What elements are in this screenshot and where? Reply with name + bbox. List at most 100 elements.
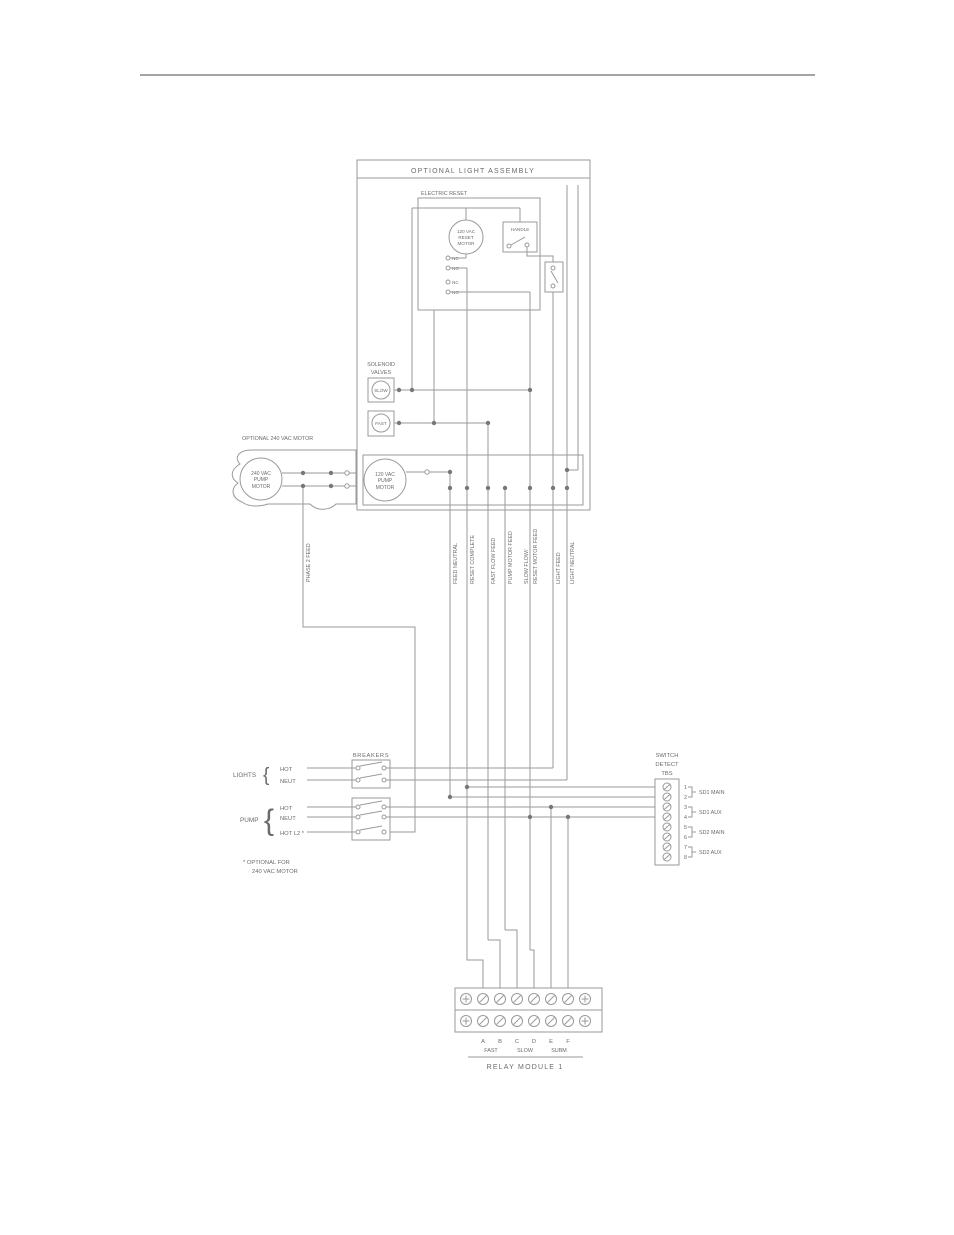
tbs-group-sd2-main: SD2 MAIN [699, 830, 725, 836]
relay-letter-c: C [515, 1039, 519, 1045]
motor-240-circle [239, 457, 283, 501]
relay-letter-d: D [532, 1039, 536, 1045]
aux-switch-terminal [550, 265, 556, 271]
lower-wiring [386, 767, 655, 988]
breakers: BREAKERS LIGHTS { HOT NEUT PUMP { HOT NE… [233, 753, 391, 875]
fast-flow-feed-label: FAST FLOW FEED [491, 538, 497, 584]
slow-flow-feed-label-2: RESET MOTOR FEED [533, 529, 539, 584]
handle-switch-blade [510, 236, 526, 246]
relay-screws [460, 993, 591, 1027]
slow-valve-label: SLOW [374, 388, 388, 393]
relay-letter-e: E [549, 1039, 553, 1045]
solenoid-label-1: SOLENOID [367, 362, 395, 368]
pump-hot-l2-label: HOT L2 * [280, 831, 305, 837]
breaker-pole-terminal [381, 814, 387, 820]
pump-label: PUMP [240, 817, 258, 824]
tbs-terminal-3: 3 [684, 805, 687, 811]
pump-motor-feed-label: PUMP MOTOR FEED [508, 531, 514, 584]
relay-group-subm: SUBM [551, 1048, 567, 1054]
breaker-pole-terminal [381, 765, 387, 771]
tbs-terminal-6: 6 [684, 835, 687, 841]
optional-note-2: 240 VAC MOTOR [252, 869, 298, 875]
tbs-title-2: DETECT [655, 762, 679, 768]
breakers-title: BREAKERS [353, 753, 389, 759]
contact-nc2-label: NC [452, 280, 459, 285]
motor-240-boundary [231, 449, 357, 510]
lights-hot-label: HOT [280, 767, 293, 773]
pump-neut-label: NEUT [280, 816, 296, 822]
light-assembly-box [356, 159, 591, 511]
tbs-terminal-1: 1 [684, 785, 687, 791]
motor-240-label-1: 240 VAC [251, 471, 271, 477]
relay-letter-f: F [566, 1039, 570, 1045]
pump-brace: { [264, 804, 274, 837]
fast-valve-circle [371, 413, 391, 433]
light-neutral-label: LIGHT NEUTRAL [570, 542, 576, 584]
relay-letter-a: A [481, 1039, 485, 1045]
pump-motor-120: 120 VAC PUMP MOTOR [362, 454, 584, 506]
handle-switch-terminal [506, 243, 512, 249]
tbs-terminal-5: 5 [684, 825, 687, 831]
reset-motor-label-1: 120 VAC [457, 229, 476, 234]
light-feed-label: LIGHT FEED [556, 552, 562, 584]
tbs-block [654, 778, 680, 866]
slow-valve-circle [371, 380, 391, 400]
pump-motor-box [362, 454, 584, 506]
tbs-group-sd2-aux: SD2 AUX [699, 850, 722, 856]
breaker-pole-terminal [355, 829, 361, 835]
pump-motor-circle [363, 458, 407, 502]
optional-240-motor: OPTIONAL 240 VAC MOTOR 240 VAC PUMP MOTO… [231, 436, 416, 833]
motor-240-label-3: MOTOR [252, 484, 271, 490]
reset-complete-label: RESET COMPLETE [470, 535, 476, 584]
reset-motor-label-2: RESET [458, 235, 474, 240]
lights-label: LIGHTS [233, 772, 256, 779]
motor-240-leads [282, 472, 356, 487]
relay-letter-b: B [498, 1039, 502, 1045]
breaker-pole-terminal [381, 829, 387, 835]
reset-motor-label-3: MOTOR [457, 241, 475, 246]
aux-switch-blade [550, 270, 559, 284]
relay-group-fast: FAST [484, 1048, 498, 1054]
relay-module-title: RELAY MODULE 1 [487, 1064, 564, 1071]
phase2-feed-label: PHASE 2 FEED [306, 543, 312, 582]
feed-neutral-label: FEED NEUTRAL [453, 543, 459, 584]
breaker-pole-terminal [355, 777, 361, 783]
contact-terminal [445, 279, 451, 285]
handle-switch-terminal [524, 242, 530, 248]
tbs-title-1: SWITCH [656, 753, 679, 759]
breaker-pole-terminal [381, 777, 387, 783]
breaker-pole-terminal [381, 804, 387, 810]
electric-reset-title: ELECTRIC RESET [421, 191, 468, 197]
relay-group-slow: SLOW [517, 1048, 534, 1054]
breaker-pole-terminal [355, 765, 361, 771]
breaker-blades [359, 761, 383, 831]
motor-240-caption: OPTIONAL 240 VAC MOTOR [242, 436, 313, 442]
tbs-group-sd1-aux: SD1 AUX [699, 810, 722, 816]
electric-reset-box [417, 197, 541, 311]
tbs-pair-brackets [688, 786, 696, 858]
tbs-screws [662, 782, 672, 862]
pump-hot-label: HOT [280, 806, 293, 812]
fast-valve-label: FAST [375, 421, 387, 426]
pump-motor-label-1: 120 VAC [375, 472, 395, 478]
lights-neut-label: NEUT [280, 779, 296, 785]
aux-switch-terminal [550, 283, 556, 289]
breaker-pole-terminal [355, 814, 361, 820]
contact-terminal [445, 255, 451, 261]
breaker-pole-terminal [355, 804, 361, 810]
aux-switch-box [544, 261, 564, 293]
motor-240-label-2: PUMP [254, 477, 269, 483]
relay-module: A B C D E F FAST SLOW SUBM RELAY MODULE … [454, 987, 603, 1071]
internal-wire-runs [394, 207, 554, 473]
phase2-feed-wire [302, 486, 416, 833]
optional-light-assembly: OPTIONAL LIGHT ASSEMBLY ELECTRIC RESET 1… [356, 159, 591, 950]
feed-labels: PHASE 2 FEED FEED NEUTRAL RESET COMPLETE… [306, 529, 576, 584]
switch-detect-tbs: SWITCH DETECT TBS 1 2 3 4 5 6 7 8 SD1 MA… [654, 753, 725, 866]
solenoid-valves: SOLENOID VALVES SLOW FAST [367, 362, 395, 437]
pump-motor-label-2: PUMP [378, 478, 393, 484]
tbs-terminal-4: 4 [684, 815, 687, 821]
lights-brace: { [263, 765, 270, 786]
vertical-feed-wires [449, 185, 579, 950]
slow-flow-feed-label-1: SLOW FLOW/ [524, 549, 530, 584]
